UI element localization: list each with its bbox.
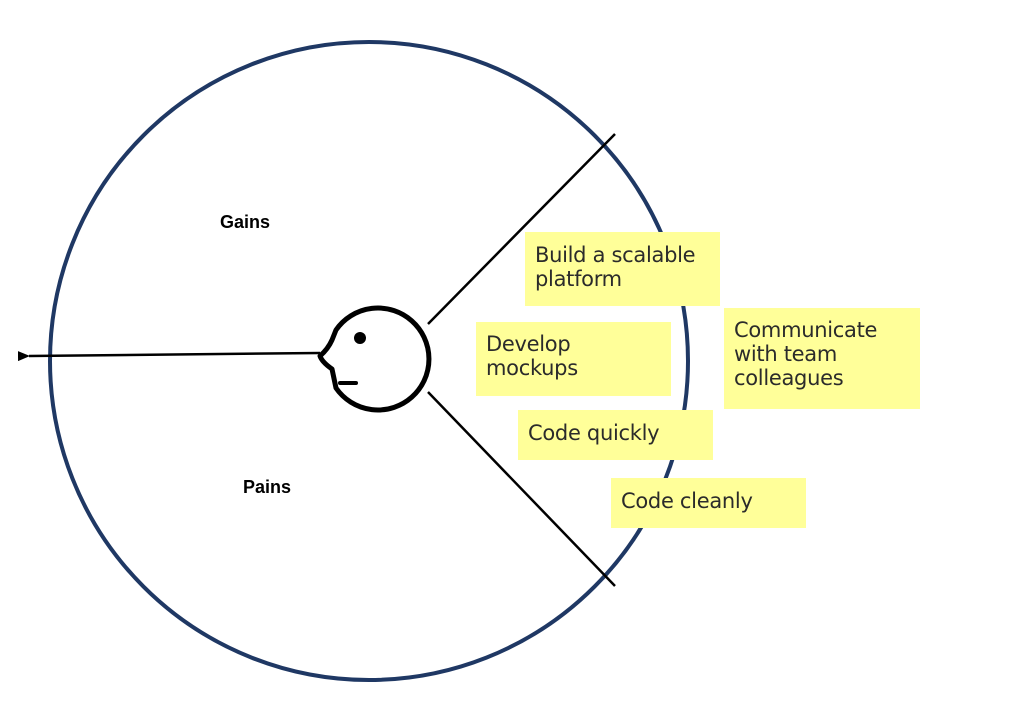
- sticky-bg-build-scalable-platform: [525, 232, 720, 306]
- sticky-code-quickly[interactable]: Code quickly: [528, 421, 660, 445]
- sticky-code-cleanly[interactable]: Code cleanly: [621, 489, 753, 513]
- sticky-communicate-team[interactable]: Communicate with team colleagues: [734, 318, 878, 390]
- sticky-bg-code-quickly: [518, 410, 713, 460]
- sticky-bg-code-cleanly: [611, 478, 806, 528]
- sticky-bg-communicate-team: [724, 308, 920, 409]
- sticky-bg-develop-mockups: [476, 322, 671, 396]
- head-eye: [354, 332, 366, 344]
- sticky-build-scalable-platform[interactable]: Build a scalable platform: [535, 243, 696, 291]
- gains-label: Gains: [220, 212, 271, 232]
- sticky-develop-mockups[interactable]: Develop mockups: [486, 332, 578, 380]
- divider-lower-line: [427, 391, 616, 587]
- arrow-left-icon: [17, 351, 321, 362]
- pains-label: Pains: [243, 477, 292, 497]
- head-profile-icon: [317, 305, 432, 413]
- divider-upper-line: [427, 133, 616, 325]
- profile-circle: [48, 40, 690, 682]
